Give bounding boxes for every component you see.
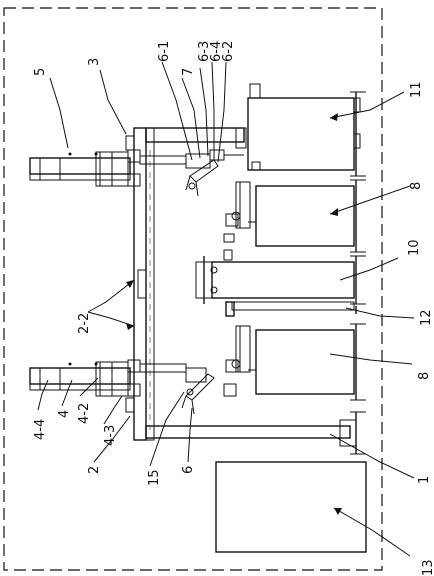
label-8-lower: 8 <box>417 372 432 380</box>
figure-labels: 5 3 6-1 7 6-3 6-4 6-2 11 8 10 12 8 1 13 … <box>33 41 434 576</box>
label-4: 4 <box>57 410 72 418</box>
label-4-4: 4-4 <box>33 419 48 440</box>
gripper-top <box>185 149 244 197</box>
label-2-2: 2-2 <box>77 313 92 334</box>
label-3: 3 <box>87 58 102 66</box>
label-6-4: 6-4 <box>209 41 224 62</box>
gripper-bottom <box>181 367 215 415</box>
label-13: 13 <box>421 559 434 576</box>
lift-assembly-top <box>29 149 187 187</box>
label-1: 1 <box>417 476 432 484</box>
station-8-lower <box>223 323 366 401</box>
rack-11 <box>247 83 366 177</box>
label-5: 5 <box>33 68 48 76</box>
label-6-1: 6-1 <box>157 41 172 62</box>
label-4-3: 4-3 <box>103 425 118 446</box>
label-12: 12 <box>419 309 434 326</box>
plate-12 <box>225 301 357 317</box>
label-7: 7 <box>181 68 196 76</box>
label-2: 2 <box>87 466 102 474</box>
label-4-2: 4-2 <box>77 403 92 424</box>
lift-assembly-bottom <box>29 359 187 397</box>
box-13 <box>215 461 367 553</box>
label-6: 6 <box>181 466 196 474</box>
label-8-upper: 8 <box>409 182 424 190</box>
leader-arrowheads <box>126 113 342 515</box>
label-10: 10 <box>407 239 422 256</box>
label-15: 15 <box>147 469 162 486</box>
label-11: 11 <box>409 81 424 98</box>
leader-lines <box>37 61 415 557</box>
station-8-upper <box>223 179 366 253</box>
dashed-boundary <box>3 7 383 571</box>
main-frame <box>125 127 366 455</box>
label-6-2: 6-2 <box>221 41 236 62</box>
conveyor-10 <box>195 249 366 305</box>
label-6-3: 6-3 <box>197 41 212 62</box>
